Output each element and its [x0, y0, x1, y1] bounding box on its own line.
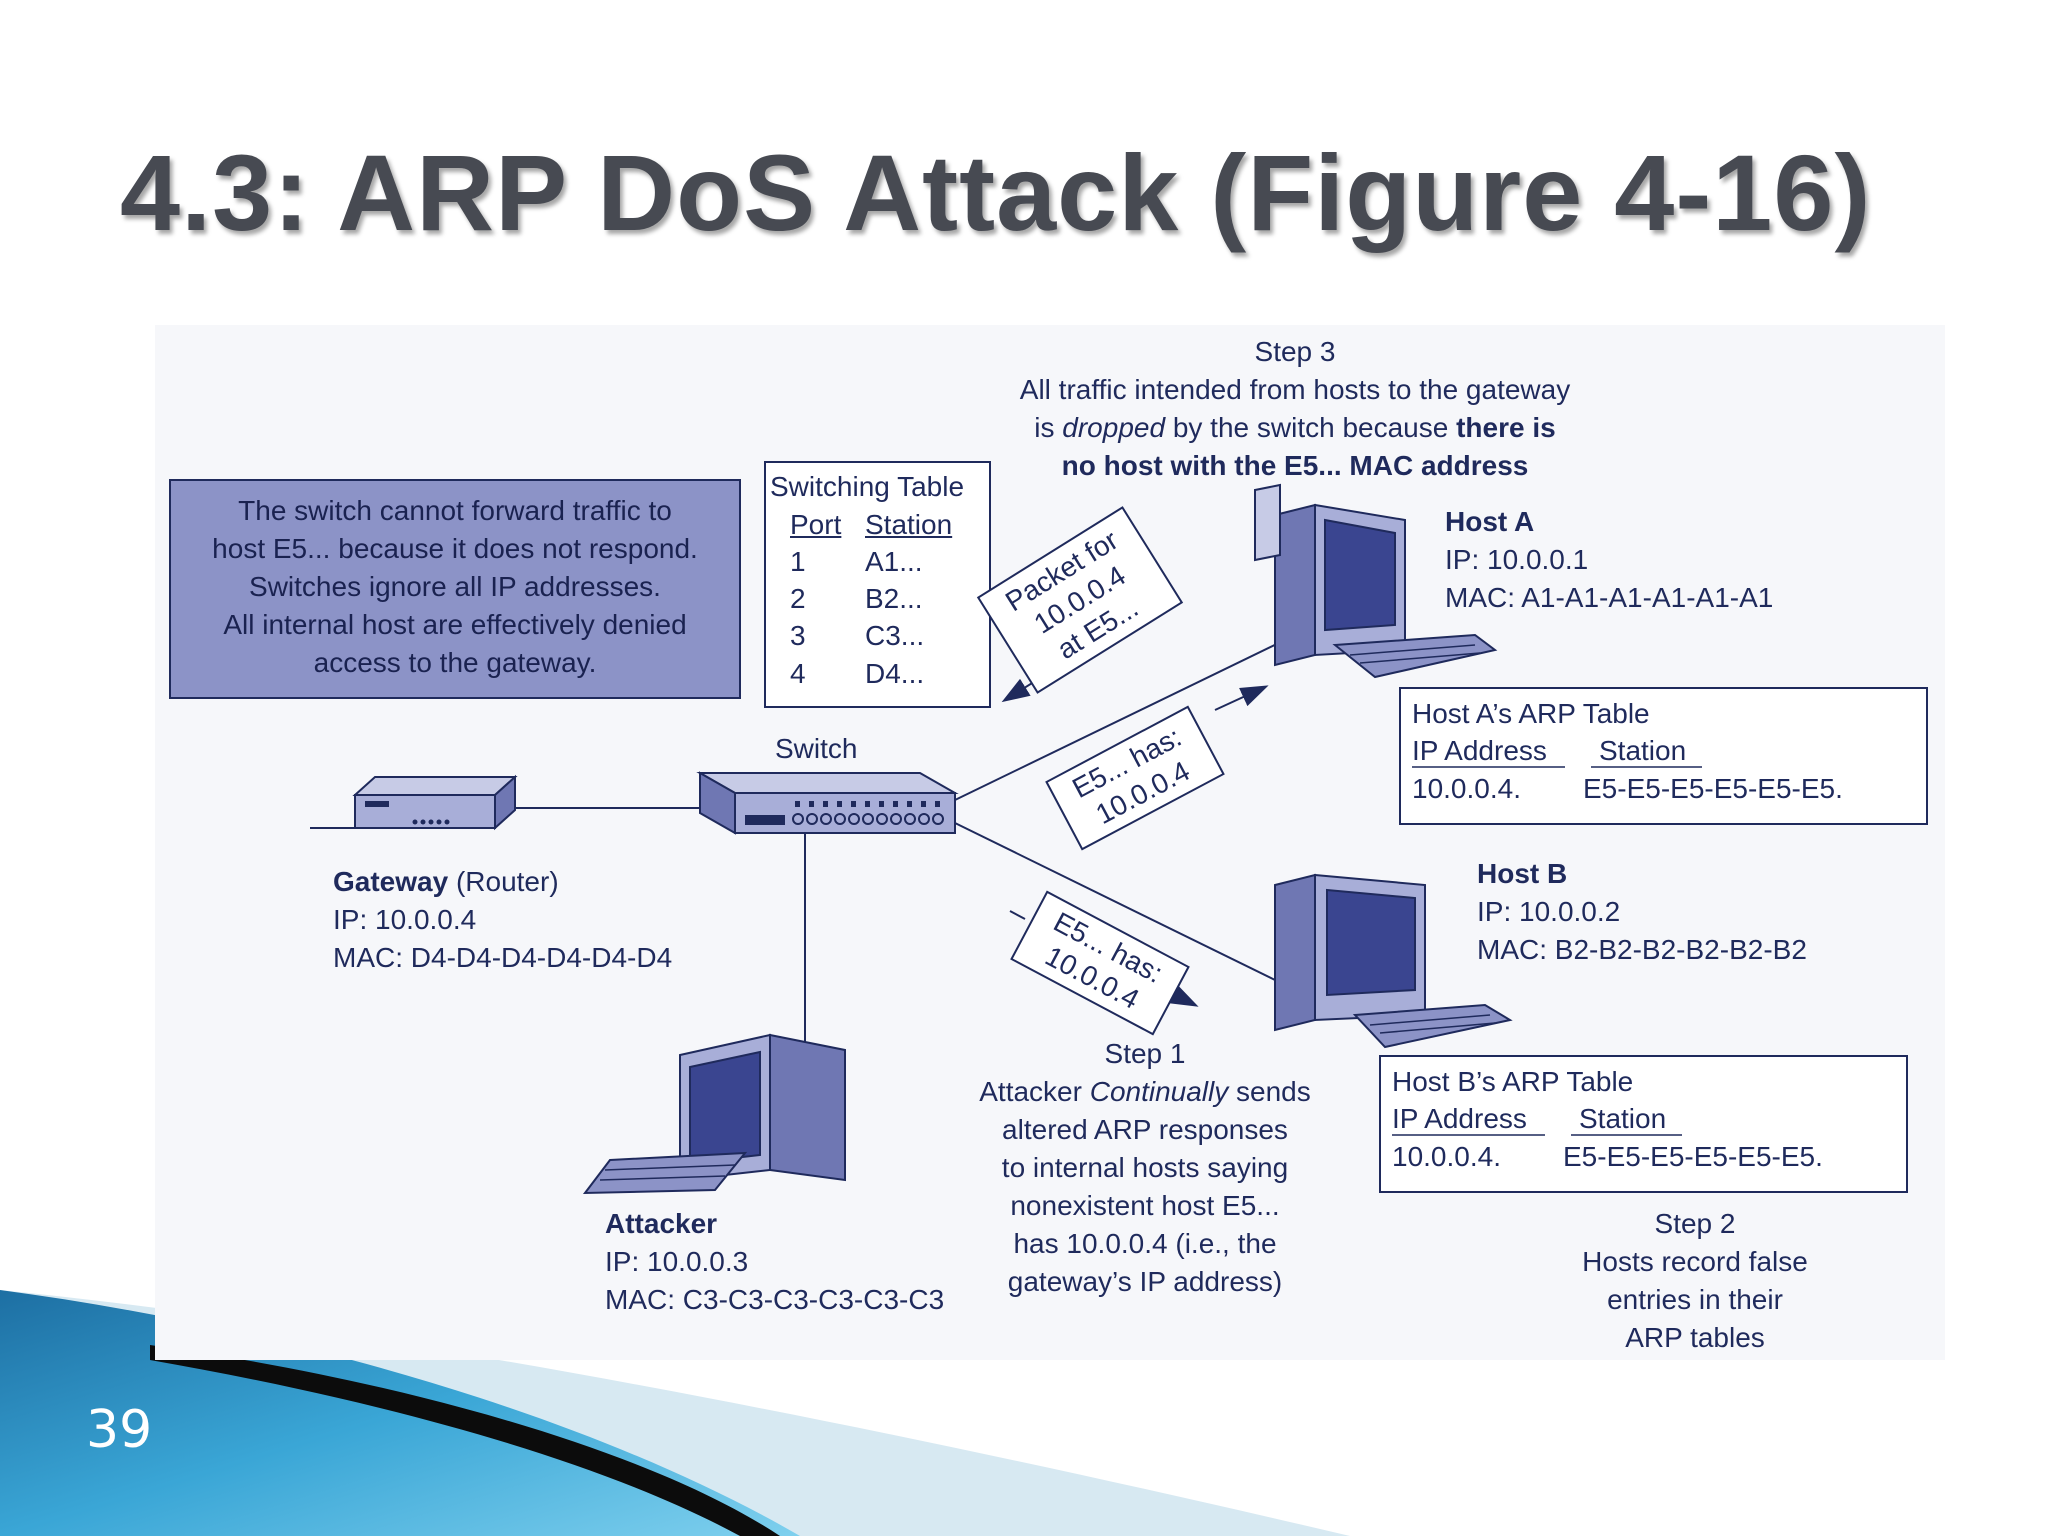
gateway-ip: IP: 10.0.0.4 [333, 904, 477, 935]
gateway-info: Gateway (Router) IP: 10.0.0.4 MAC: D4-D4… [333, 863, 672, 977]
cable-switch-hosta [954, 639, 1286, 801]
host-a-ip: IP: 10.0.0.1 [1445, 544, 1589, 575]
switching-table-box [764, 461, 991, 708]
attacker-info: Attacker IP: 10.0.0.3 MAC: C3-C3-C3-C3-C… [605, 1205, 944, 1319]
switching-table-station-1: A1... [865, 546, 923, 577]
gateway-role: (Router) [448, 866, 559, 897]
step2-text: Step 2 Hosts record false entries in the… [1535, 1205, 1855, 1357]
host-b-mac: MAC: B2-B2-B2-B2-B2-B2 [1477, 934, 1807, 965]
e5-has-a-frame [1045, 705, 1225, 851]
switching-table-port-4: 4 [790, 658, 806, 689]
switching-table-title: Switching Table [770, 471, 965, 502]
step1-text: Step 1 Attacker Continually sends altere… [955, 1035, 1335, 1301]
switching-table-station-3: C3... [865, 620, 925, 651]
switching-table-port-3: 3 [790, 620, 806, 651]
cable-switch-hostb [954, 822, 1276, 981]
arp-table-b-title: Host B’s ARP Table [1392, 1066, 1634, 1097]
arp-table-a-station: E5-E5-E5-E5-E5-E5. [1583, 773, 1843, 804]
arp-table-a-ip: 10.0.0.4. [1412, 773, 1521, 804]
arp-table-a-header-station: Station [1599, 735, 1687, 766]
e5-has-b-frame [1010, 890, 1190, 1036]
arp-table-a-box [1399, 687, 1928, 825]
arp-table-b-header-ip: IP Address [1392, 1103, 1527, 1134]
step3-line1: All traffic intended from hosts to the g… [1019, 374, 1571, 405]
callout-box [169, 479, 741, 699]
arp-dos-figure: Step 3 All traffic intended from hosts t… [155, 325, 1945, 1360]
attacker-ip: IP: 10.0.0.3 [605, 1246, 749, 1277]
step1-heading: Step 1 [1104, 1038, 1186, 1069]
step1-line1: Attacker Continually sends [979, 1076, 1311, 1107]
step3-text: Step 3 All traffic intended from hosts t… [955, 333, 1635, 485]
gateway-name-line: Gateway (Router) [333, 863, 672, 901]
arp-table-a-header-ip: IP Address [1412, 735, 1547, 766]
host-b-computer-icon [1274, 873, 1513, 1049]
attacker-computer-icon [582, 1033, 846, 1195]
packet-for-frame [976, 506, 1184, 694]
host-a-info: Host A IP: 10.0.0.1 MAC: A1-A1-A1-A1-A1-… [1445, 503, 1773, 617]
switching-table-station-2: B2... [865, 583, 923, 614]
switch-label: Switch [775, 733, 858, 764]
corner-wave-black [150, 1345, 780, 1536]
arp-table-b-station: E5-E5-E5-E5-E5-E5. [1563, 1141, 1823, 1172]
step3-line3: no host with the E5... MAC address [1061, 450, 1529, 481]
attacker-mac: MAC: C3-C3-C3-C3-C3-C3 [605, 1284, 945, 1315]
host-b-ip: IP: 10.0.0.2 [1477, 896, 1621, 927]
host-b-name: Host B [1477, 858, 1568, 889]
switching-table-station-4: D4... [865, 658, 925, 689]
switching-table-port-2: 2 [790, 583, 806, 614]
arrow-packet-start-b [1009, 910, 1026, 920]
arrow-to-host-a [1214, 685, 1269, 711]
figure-graphics [169, 461, 1928, 1195]
gateway-mac: MAC: D4-D4-D4-D4-D4-D4 [333, 942, 673, 973]
page-number: 39 [86, 1400, 153, 1460]
host-a-mac: MAC: A1-A1-A1-A1-A1-A1 [1445, 582, 1774, 613]
step3-line2: is dropped by the switch because there i… [1034, 412, 1556, 443]
attacker-name: Attacker [605, 1208, 718, 1239]
step2-heading: Step 2 [1654, 1208, 1736, 1239]
switching-table-header-port: Port [790, 509, 842, 540]
gateway-name: Gateway [333, 866, 449, 897]
host-a-name: Host A [1445, 506, 1535, 537]
arp-table-b-ip: 10.0.0.4. [1392, 1141, 1501, 1172]
step3-heading: Step 3 [1254, 336, 1336, 367]
switching-table-header-station: Station [865, 509, 953, 540]
switch-icon [696, 771, 959, 835]
arp-table-b-header-station: Station [1579, 1103, 1667, 1134]
arp-table-a-title: Host A’s ARP Table [1412, 698, 1650, 729]
slide-title: 4.3: ARP DoS Attack (Figure 4-16) [120, 132, 1872, 253]
router-icon [352, 774, 518, 831]
host-b-info: Host B IP: 10.0.0.2 MAC: B2-B2-B2-B2-B2-… [1477, 855, 1807, 969]
callout-text: The switch cannot forward traffic to hos… [212, 495, 698, 678]
host-a-computer-icon [1254, 483, 1498, 679]
arp-table-b-box [1379, 1055, 1908, 1193]
switching-table-port-1: 1 [790, 546, 806, 577]
